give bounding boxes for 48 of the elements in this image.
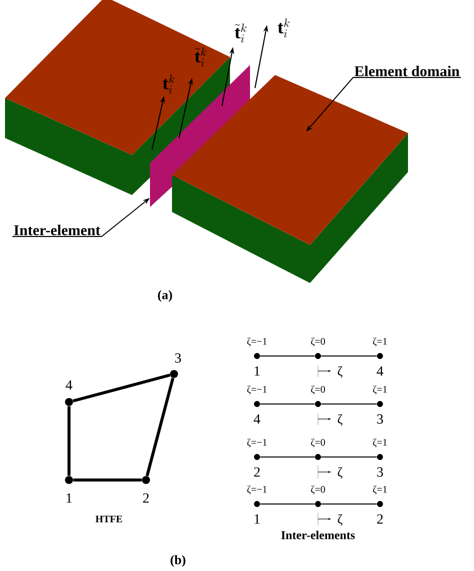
axis-label: ζ [338, 366, 342, 378]
connector-line [146, 378, 174, 476]
coordinate-label: ζ=0 [311, 338, 325, 346]
node-number: 3 [175, 353, 181, 363]
vector-label: $\mathbf{t}_{i}^{k}$ [278, 18, 290, 38]
coordinate-label: ζ=1 [373, 386, 387, 394]
coordinate-label: ζ=0 [311, 386, 325, 394]
connector-line [72, 374, 170, 402]
caption-text: (b) [170, 555, 186, 567]
node-dot [170, 370, 178, 378]
coordinate-label: ζ=−1 [247, 486, 267, 494]
node-dot [65, 398, 73, 406]
node-number: 2 [377, 514, 383, 524]
connector-line [68, 406, 70, 476]
node-number: 1 [254, 366, 260, 376]
node-number: 3 [377, 414, 383, 424]
callout-text: Element domain [354, 66, 460, 76]
node-number: 1 [254, 514, 260, 524]
coordinate-label: ζ=0 [311, 438, 325, 448]
coordinate-label: ζ=1 [373, 338, 387, 346]
vector-label: $\tilde{\mathbf{t}}_{i}^{k}$ [234, 24, 246, 43]
coordinate-label: ζ=−1 [247, 338, 267, 346]
connector-line [260, 456, 316, 458]
coordinate-label: ζ=−1 [247, 386, 267, 394]
node-number: 2 [143, 493, 149, 503]
node-number: 4 [376, 366, 384, 376]
coordinate-label: ζ=1 [373, 438, 387, 448]
diagram-caption: HTFE [96, 516, 122, 522]
caption-text: (a) [158, 290, 172, 302]
axis-label: ζ [338, 467, 342, 479]
coordinate-label: ζ=−1 [247, 438, 267, 448]
vector-label: $\mathbf{t}_{i}^{k}$ [162, 74, 174, 94]
axis-label: ζ [338, 514, 342, 526]
coordinate-label: ζ=0 [311, 486, 325, 494]
callout-text: Inter-element [14, 224, 100, 236]
axis-label: ζ [338, 414, 342, 426]
node-number: 3 [377, 467, 383, 477]
connector-line [320, 456, 378, 458]
node-number: 4 [254, 414, 260, 424]
node-number: 1 [66, 493, 72, 503]
coordinate-label: ζ=1 [373, 486, 387, 494]
diagram-caption: Inter-elements [281, 530, 355, 540]
connector-line [73, 478, 142, 482]
node-number: 4 [66, 380, 72, 390]
node-number: 2 [254, 467, 260, 477]
vector-label: $\tilde{\mathbf{t}}_{i}^{k}$ [194, 48, 206, 67]
node-dot [142, 476, 150, 484]
node-dot [65, 476, 73, 484]
